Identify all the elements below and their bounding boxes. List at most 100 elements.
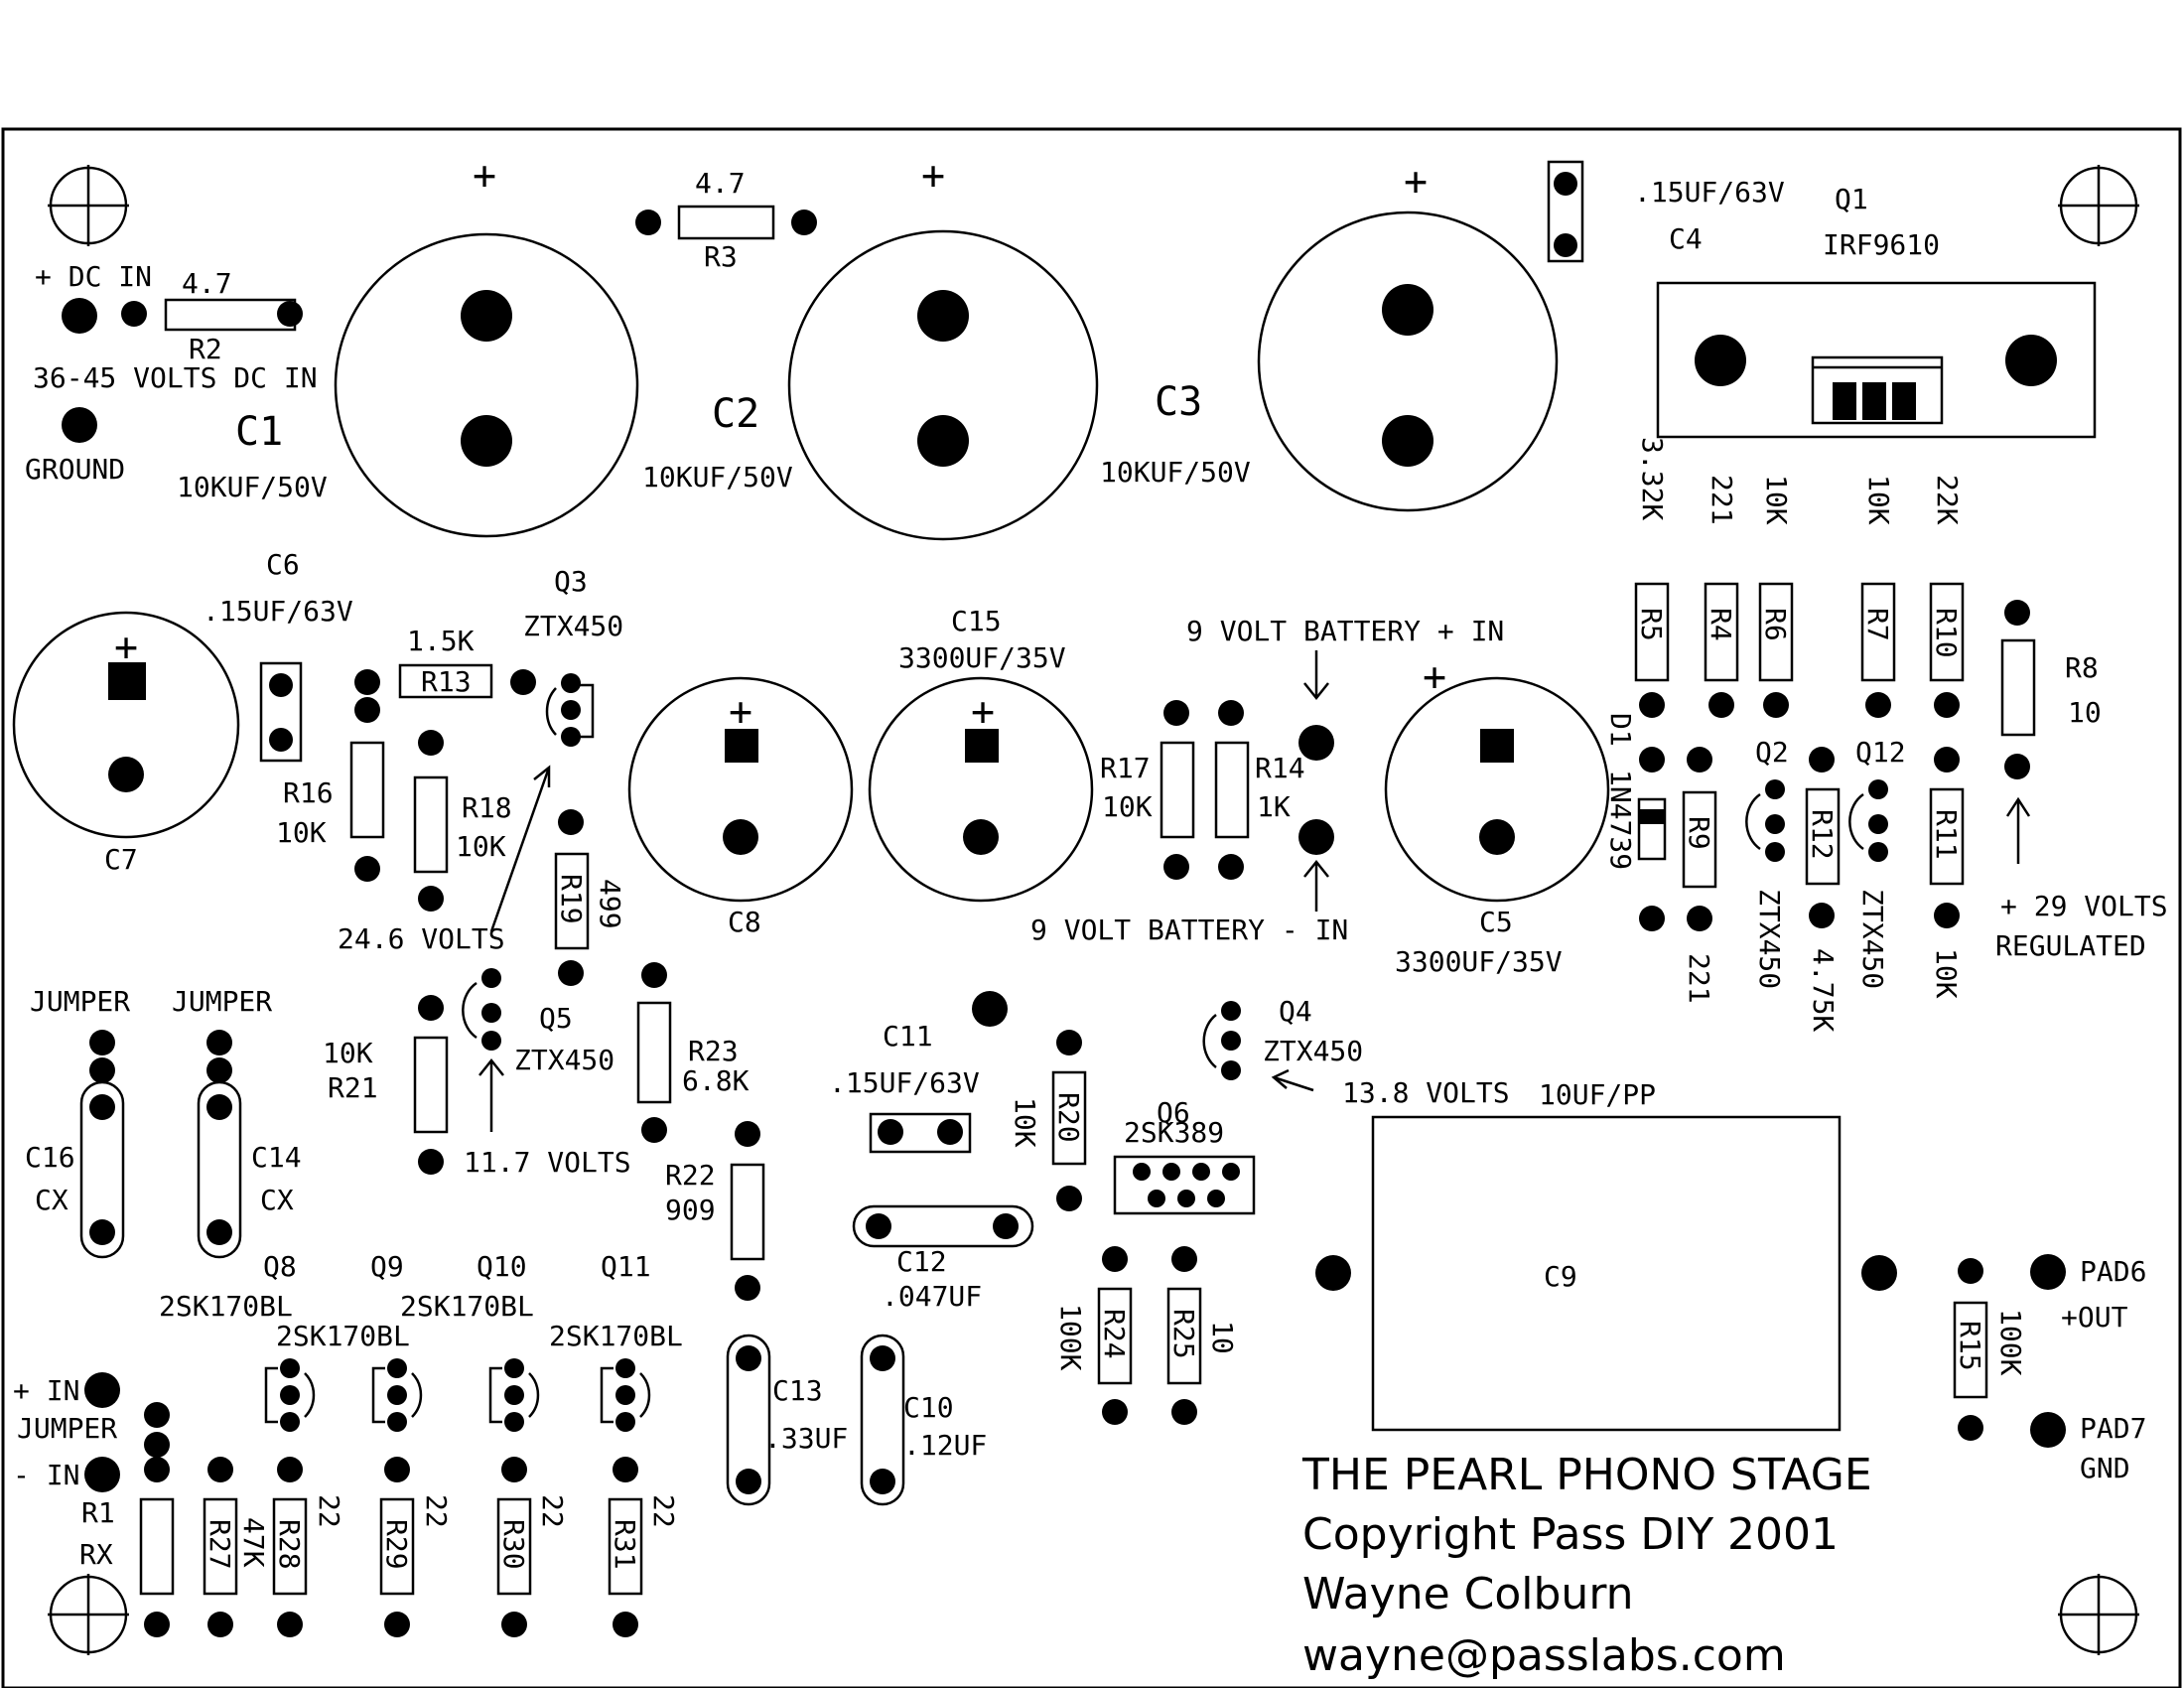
ground-label: GROUND bbox=[25, 453, 125, 486]
r27-value: 47K bbox=[237, 1517, 270, 1568]
c1-plus: + bbox=[473, 153, 496, 199]
r14-value: 1K bbox=[1257, 790, 1291, 823]
capacitor-c1 bbox=[334, 232, 639, 538]
r4-value: 221 bbox=[1706, 475, 1738, 525]
c3-plus: + bbox=[1404, 159, 1428, 205]
r11-value: 10K bbox=[1930, 948, 1963, 999]
c8-ref: C8 bbox=[728, 906, 761, 938]
capacitor-c12 bbox=[852, 1204, 1034, 1248]
q1-ref: Q1 bbox=[1835, 183, 1868, 215]
resistor-r14 bbox=[1214, 700, 1250, 880]
r12-ref: R12 bbox=[1806, 809, 1839, 860]
input-plus-label: + IN bbox=[13, 1374, 79, 1407]
resistor-r3 bbox=[635, 205, 817, 240]
c11-value: .15UF/63V bbox=[829, 1066, 980, 1099]
r20-value: 10K bbox=[1009, 1097, 1041, 1148]
r10-value: 22K bbox=[1931, 475, 1964, 525]
input-jumper-pad-2 bbox=[144, 1432, 170, 1458]
c6-ref: C6 bbox=[266, 548, 300, 581]
resistor-r25 bbox=[1166, 1246, 1202, 1425]
arrow-11v7 bbox=[478, 1057, 504, 1132]
resistor-r31 bbox=[608, 1457, 643, 1637]
q3-value: ZTX450 bbox=[523, 610, 623, 642]
capacitor-c16 bbox=[79, 1030, 125, 1259]
q1-value: IRF9610 bbox=[1823, 228, 1940, 261]
resistor-r12 bbox=[1805, 747, 1841, 928]
c11-ref: C11 bbox=[883, 1020, 933, 1053]
arrow-regulated bbox=[2005, 796, 2031, 864]
resistor-r6 bbox=[1758, 582, 1794, 718]
capacitor-c11 bbox=[869, 1112, 972, 1154]
arrow-13v8 bbox=[1271, 1068, 1314, 1092]
r18-value: 10K bbox=[456, 830, 506, 863]
r1-value: RX bbox=[79, 1538, 113, 1571]
r16-value: 10K bbox=[276, 816, 327, 849]
transistor-q6 bbox=[1113, 1155, 1256, 1215]
r31-value: 22 bbox=[647, 1494, 680, 1528]
q11-ref: Q11 bbox=[601, 1250, 651, 1283]
r16-ref: R16 bbox=[283, 776, 334, 809]
r19-value: 499 bbox=[594, 879, 626, 929]
q9-value: 2SK170BL bbox=[276, 1320, 410, 1352]
r21-value: 10K bbox=[323, 1037, 373, 1069]
c7-ref: C7 bbox=[104, 843, 138, 876]
r29-ref: R29 bbox=[380, 1519, 413, 1570]
resistor-r24 bbox=[1097, 1246, 1133, 1425]
pad6-ref: PAD6 bbox=[2080, 1255, 2146, 1288]
r6-value: 10K bbox=[1760, 475, 1793, 525]
c10-value: .12UF bbox=[903, 1429, 987, 1462]
resistor-r10 bbox=[1929, 582, 1965, 718]
c12-value: .047UF bbox=[882, 1280, 982, 1313]
q8-value: 2SK170BL bbox=[159, 1290, 293, 1323]
mounting-hole-top-right bbox=[2058, 165, 2139, 246]
capacitor-c5 bbox=[1384, 676, 1610, 903]
c4-ref: C4 bbox=[1669, 222, 1703, 255]
capacitor-c8 bbox=[627, 676, 854, 903]
resistor-r28 bbox=[272, 1457, 308, 1637]
resistor-r21 bbox=[413, 995, 449, 1175]
r22-value: 909 bbox=[665, 1194, 716, 1226]
r23-value: 6.8K bbox=[682, 1064, 750, 1097]
transistor-q3 bbox=[545, 673, 595, 747]
resistor-r17 bbox=[1160, 700, 1195, 880]
r7-value: 10K bbox=[1862, 475, 1895, 525]
capacitor-c15 bbox=[868, 676, 1094, 903]
jumper-label-2: JUMPER bbox=[172, 985, 272, 1018]
voltage-13v8: 13.8 VOLTS bbox=[1342, 1076, 1510, 1109]
c14-ref: C14 bbox=[251, 1141, 302, 1174]
resistor-r8 bbox=[2000, 600, 2036, 779]
r15-value: 100K bbox=[1994, 1309, 2027, 1376]
resistor-r1 bbox=[139, 1457, 175, 1637]
c9-ref: C9 bbox=[1544, 1260, 1577, 1293]
c15-ref: C15 bbox=[951, 605, 1002, 637]
q5-value: ZTX450 bbox=[514, 1044, 614, 1076]
resistor-r30 bbox=[496, 1457, 532, 1637]
pad6 bbox=[2030, 1254, 2066, 1290]
r8-value: 10 bbox=[2068, 696, 2102, 729]
mounting-hole-top-left bbox=[48, 165, 129, 246]
r24-ref: R24 bbox=[1098, 1309, 1131, 1359]
capacitor-c10 bbox=[860, 1334, 905, 1506]
resistor-r4 bbox=[1704, 582, 1739, 718]
r25-ref: R25 bbox=[1167, 1309, 1200, 1359]
battery-minus-pad bbox=[1298, 819, 1334, 855]
pad7-ref: PAD7 bbox=[2080, 1412, 2146, 1445]
r15-ref: R15 bbox=[1954, 1321, 1986, 1371]
capacitor-c9 bbox=[1315, 1115, 1897, 1432]
resistor-r16 bbox=[349, 697, 385, 882]
r6-ref: R6 bbox=[1759, 608, 1792, 641]
r25-value: 10 bbox=[1206, 1321, 1239, 1354]
c5-plus: + bbox=[1423, 654, 1446, 700]
r31-ref: R31 bbox=[609, 1519, 641, 1570]
r2-value: 4.7 bbox=[182, 267, 232, 300]
r30-value: 22 bbox=[536, 1494, 569, 1528]
c9-value: 10UF/PP bbox=[1539, 1078, 1656, 1111]
r11-ref: R11 bbox=[1930, 809, 1963, 860]
dc-in-label: + DC IN bbox=[35, 260, 152, 293]
resistor-r23 bbox=[636, 962, 672, 1143]
transistor-q5 bbox=[462, 968, 501, 1051]
c1-value: 10KUF/50V bbox=[177, 471, 328, 503]
input-minus-label: - IN bbox=[13, 1459, 79, 1491]
transistor-q10 bbox=[488, 1358, 540, 1432]
c3-value: 10KUF/50V bbox=[1100, 456, 1251, 489]
